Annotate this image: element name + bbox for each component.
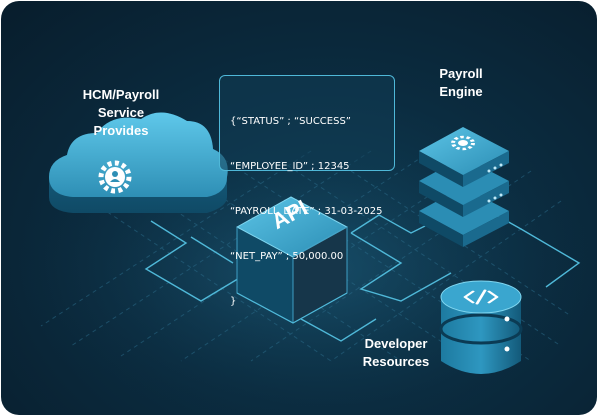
cloud-gear-user-icon [49, 112, 228, 213]
json-response-box: {“STATUS” ; “SUCCESS” “EMPLOYEE_ID” ; 12… [219, 75, 395, 307]
database-code-icon [439, 280, 523, 374]
json-line: } [230, 296, 237, 307]
json-line: “NET_PAY” ; 50,000.00 [230, 251, 344, 262]
payroll-engine-label: Payroll Engine [439, 66, 483, 99]
hcm-payroll-label: HCM/Payroll Service Provides [82, 87, 160, 138]
json-line: “EMPLOYEE_ID” ; 12345 [230, 161, 350, 172]
json-line: {“STATUS” ; “SUCCESS” [230, 116, 351, 127]
developer-resources-label: Developer Resources [362, 336, 430, 369]
api-cube-icon: API [235, 195, 349, 324]
json-line: “PAYROLL_DATE” ; 31-03-2025 [230, 206, 383, 217]
server-stack-icon [419, 127, 509, 247]
